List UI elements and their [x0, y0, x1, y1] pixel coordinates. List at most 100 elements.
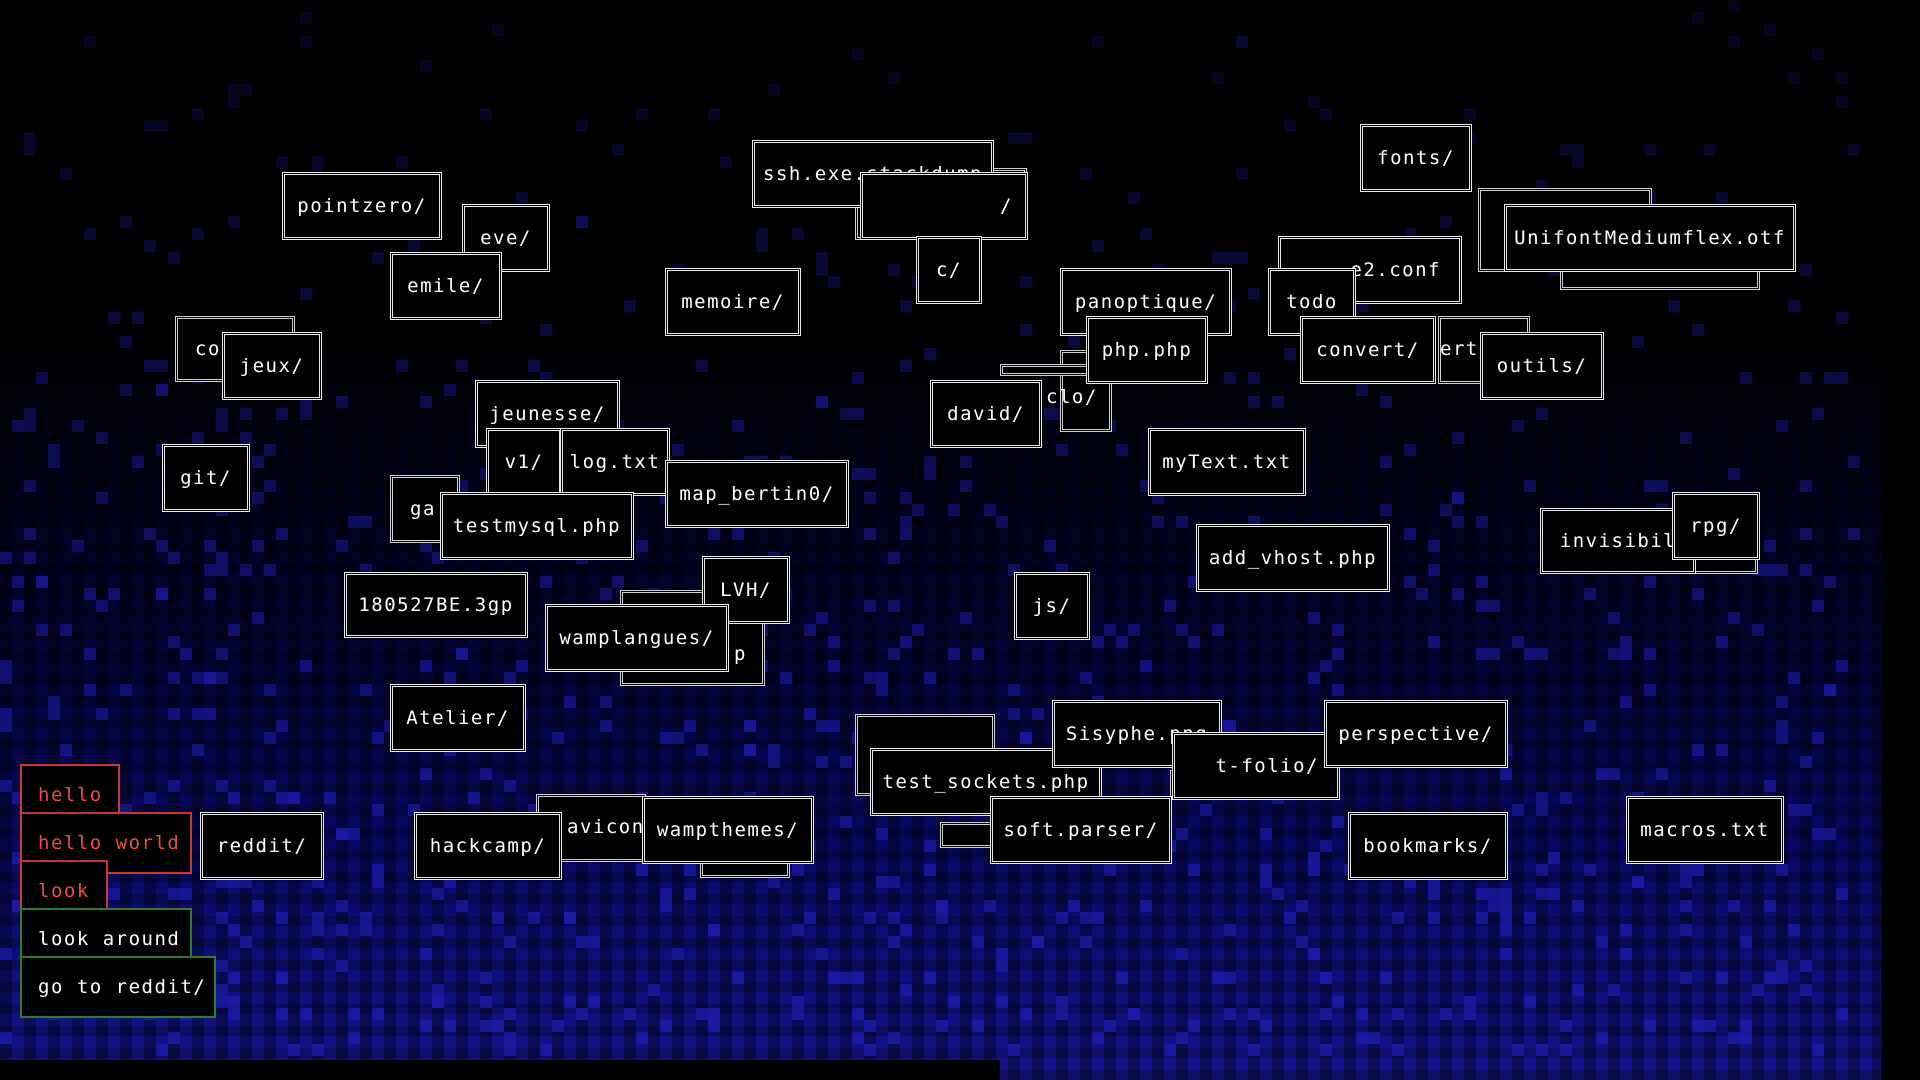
noise-pixel [1596, 768, 1608, 780]
node-fonts[interactable]: fonts/ [1360, 124, 1472, 192]
noise-pixel [12, 600, 24, 612]
node-perspective[interactable]: perspective/ [1324, 700, 1508, 768]
node-git[interactable]: git/ [162, 444, 250, 512]
node-map-bertin[interactable]: map_bertin0/ [665, 460, 849, 528]
bottom-edge [0, 1060, 1000, 1080]
noise-pixel [192, 108, 204, 120]
noise-pixel [1620, 648, 1632, 660]
noise-pixel [852, 972, 864, 984]
noise-pixel [1752, 984, 1764, 996]
noise-pixel [480, 768, 492, 780]
noise-pixel [324, 792, 336, 804]
node-slash[interactable]: / [860, 172, 1028, 240]
noise-pixel [888, 600, 900, 612]
node-outils[interactable]: outils/ [1480, 332, 1604, 400]
noise-pixel [156, 384, 168, 396]
noise-pixel [1692, 588, 1704, 600]
noise-pixel [936, 912, 948, 924]
node-rpg[interactable]: rpg/ [1672, 492, 1760, 560]
noise-pixel [1200, 804, 1212, 816]
noise-pixel [792, 924, 804, 936]
noise-pixel [1176, 828, 1188, 840]
noise-pixel [816, 756, 828, 768]
noise-pixel [168, 888, 180, 900]
node-hackcamp[interactable]: hackcamp/ [414, 812, 562, 880]
noise-pixel [1680, 900, 1692, 912]
noise-pixel [1692, 1020, 1704, 1032]
noise-pixel [456, 900, 468, 912]
node-wampthemes[interactable]: wampthemes/ [642, 796, 814, 864]
noise-pixel [1728, 36, 1740, 48]
noise-pixel [960, 480, 972, 492]
noise-pixel [1224, 372, 1236, 384]
node-mytext-txt[interactable]: myText.txt [1148, 428, 1306, 496]
node-jeux[interactable]: jeux/ [222, 332, 322, 400]
noise-pixel [1164, 1044, 1176, 1056]
noise-pixel [1836, 660, 1848, 672]
node-v1[interactable]: v1/ [486, 428, 562, 496]
node-unifont-otf[interactable]: UnifontMediumflex.otf [1504, 204, 1796, 272]
noise-pixel [168, 1032, 180, 1044]
noise-pixel [276, 408, 288, 420]
noise-pixel [1812, 600, 1824, 612]
noise-pixel [1176, 624, 1188, 636]
noise-pixel [1032, 936, 1044, 948]
noise-pixel [1836, 312, 1848, 324]
node-js[interactable]: js/ [1014, 572, 1090, 640]
node-c[interactable]: c/ [916, 236, 982, 304]
node-pointzero[interactable]: pointzero/ [282, 172, 442, 240]
noise-pixel [168, 708, 180, 720]
noise-pixel [1824, 576, 1836, 588]
noise-pixel [216, 996, 228, 1008]
noise-pixel [528, 360, 540, 372]
noise-pixel [576, 1008, 588, 1020]
noise-pixel [264, 480, 276, 492]
node-soft-parser[interactable]: soft.parser/ [990, 796, 1172, 864]
node-memoire[interactable]: memoire/ [665, 268, 801, 336]
node-reddit[interactable]: reddit/ [200, 812, 324, 880]
node-log-txt[interactable]: log.txt [560, 428, 670, 496]
noise-pixel [1476, 912, 1488, 924]
node-convert[interactable]: convert/ [1300, 316, 1436, 384]
noise-pixel [636, 540, 648, 552]
noise-pixel [1776, 420, 1788, 432]
noise-pixel [936, 900, 948, 912]
node-add-vhost[interactable]: add_vhost.php [1196, 524, 1390, 592]
node-atelier[interactable]: Atelier/ [390, 684, 526, 752]
noise-pixel [336, 540, 348, 552]
node-emile[interactable]: emile/ [390, 252, 502, 320]
noise-pixel [900, 636, 912, 648]
noise-pixel [480, 996, 492, 1008]
node-bookmarks[interactable]: bookmarks/ [1348, 812, 1508, 880]
node-testmysql[interactable]: testmysql.php [440, 492, 634, 560]
node-wamplangues[interactable]: wamplangues/ [545, 604, 729, 672]
noise-pixel [24, 144, 36, 156]
noise-pixel [288, 1044, 300, 1056]
node-macros-txt[interactable]: macros.txt [1626, 796, 1784, 864]
node-php-php[interactable]: php.php [1086, 316, 1208, 384]
noise-pixel [1272, 888, 1284, 900]
node-t-folio[interactable]: t-folio/ [1172, 732, 1340, 800]
noise-pixel [1152, 516, 1164, 528]
noise-pixel [864, 468, 876, 480]
noise-pixel [864, 672, 876, 684]
noise-pixel [912, 624, 924, 636]
command-go-to-reddit[interactable]: go to reddit/ [20, 956, 216, 1018]
node-david[interactable]: david/ [930, 380, 1042, 448]
noise-pixel [1320, 108, 1332, 120]
noise-pixel [48, 456, 60, 468]
noise-pixel [1272, 396, 1284, 408]
noise-pixel [1464, 996, 1476, 1008]
noise-pixel [840, 756, 852, 768]
node-180527be-3gp[interactable]: 180527BE.3gp [344, 572, 528, 638]
noise-pixel [1452, 492, 1464, 504]
noise-pixel [120, 336, 132, 348]
noise-pixel [540, 576, 552, 588]
noise-pixel [1680, 864, 1692, 876]
noise-pixel [300, 36, 312, 48]
fragment-p: p [734, 643, 747, 665]
noise-pixel [1044, 408, 1056, 420]
node-invisibil[interactable]: invisibil [1540, 508, 1696, 574]
noise-pixel [876, 672, 888, 684]
noise-pixel [96, 432, 108, 444]
